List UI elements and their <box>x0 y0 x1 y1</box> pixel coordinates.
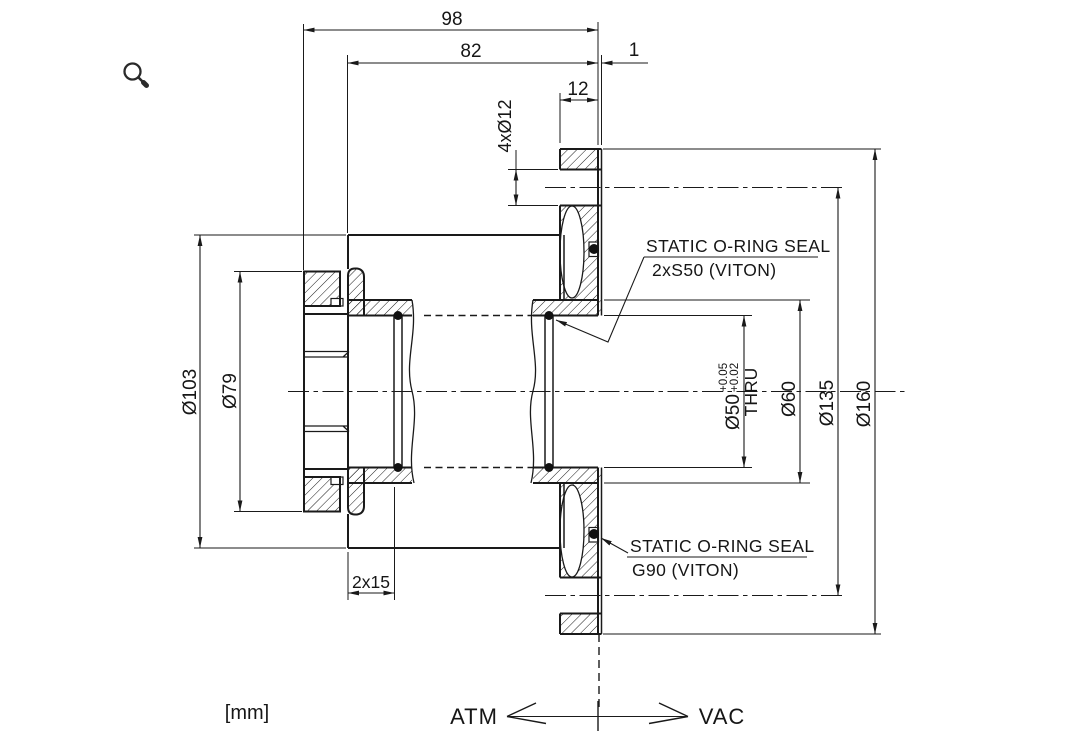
dim-overall-length: 98 <box>303 9 599 270</box>
dim-face-offset-value: 1 <box>629 40 640 61</box>
dim-bolt-holes: 4xØ12 <box>495 99 558 206</box>
dim-bore-diameter: Ø50 +0.05 +0.02 THRU <box>604 315 761 468</box>
o-ring-s50-left-top <box>393 311 403 320</box>
seal-note-lower-line2: G90 (VITON) <box>632 560 739 580</box>
o-ring-g90-top <box>589 244 599 254</box>
dim-bore-tol-lower: +0.02 <box>729 363 741 392</box>
seal-note-upper-line1: STATIC O-RING SEAL <box>646 236 831 256</box>
dim-face-offset: 1 <box>601 40 648 145</box>
dim-bore-diameter-value: Ø50 <box>723 394 744 430</box>
seal-note-upper-line2: 2xS50 (VITON) <box>652 260 777 280</box>
vac-label: VAC <box>699 704 746 729</box>
dim-collar-diameter-value: Ø103 <box>180 369 201 415</box>
seal-note-lower: STATIC O-RING SEAL G90 (VITON) <box>600 536 815 580</box>
dim-tube-diameter-value: Ø60 <box>779 381 800 417</box>
dim-bore-note: THRU <box>741 368 761 417</box>
dim-groove-spacing-value: 2x15 <box>352 572 390 592</box>
dim-flange-diameter: Ø160 <box>603 148 881 635</box>
dim-flange-thickness: 12 <box>559 79 598 143</box>
dim-bore-tol-upper: +0.05 <box>718 363 730 392</box>
dim-body-length: 82 <box>347 41 598 233</box>
dim-pilot-diameter: Ø79 <box>220 271 302 512</box>
dim-overall-length-value: 98 <box>441 9 462 30</box>
seal-note-lower-line1: STATIC O-RING SEAL <box>630 536 815 556</box>
dim-body-length-value: 82 <box>460 41 481 62</box>
centerlines <box>288 187 908 596</box>
hidden-lines <box>424 314 600 711</box>
dim-groove-spacing: 2x15 <box>347 487 395 600</box>
o-ring-s50-right-top <box>544 311 554 320</box>
o-ring-s50-left-bottom <box>393 463 403 472</box>
atm-arrow-icon <box>506 702 547 725</box>
atm-label: ATM <box>450 704 498 729</box>
dim-bolt-circle-value: Ø135 <box>817 380 838 426</box>
dim-bolt-holes-value: 4xØ12 <box>495 99 515 152</box>
dim-flange-diameter-value: Ø160 <box>854 381 875 427</box>
units-label: [mm] <box>225 702 269 724</box>
dim-tube-diameter: Ø60 <box>604 299 810 484</box>
o-ring-sections <box>393 244 599 539</box>
zoom-icon[interactable] <box>123 62 149 88</box>
flow-direction-symbol: ATM VAC <box>450 701 746 731</box>
dim-flange-thickness-value: 12 <box>567 79 588 100</box>
o-ring-s50-right-bottom <box>544 463 554 472</box>
seal-note-upper: STATIC O-RING SEAL 2xS50 (VITON) <box>555 236 831 343</box>
dim-pilot-diameter-value: Ø79 <box>220 373 241 409</box>
dim-bolt-circle-diameter: Ø135 <box>817 187 841 596</box>
vac-arrow-icon <box>648 702 689 725</box>
o-ring-g90-bottom <box>589 529 599 539</box>
dim-collar-diameter: Ø103 <box>180 234 346 549</box>
